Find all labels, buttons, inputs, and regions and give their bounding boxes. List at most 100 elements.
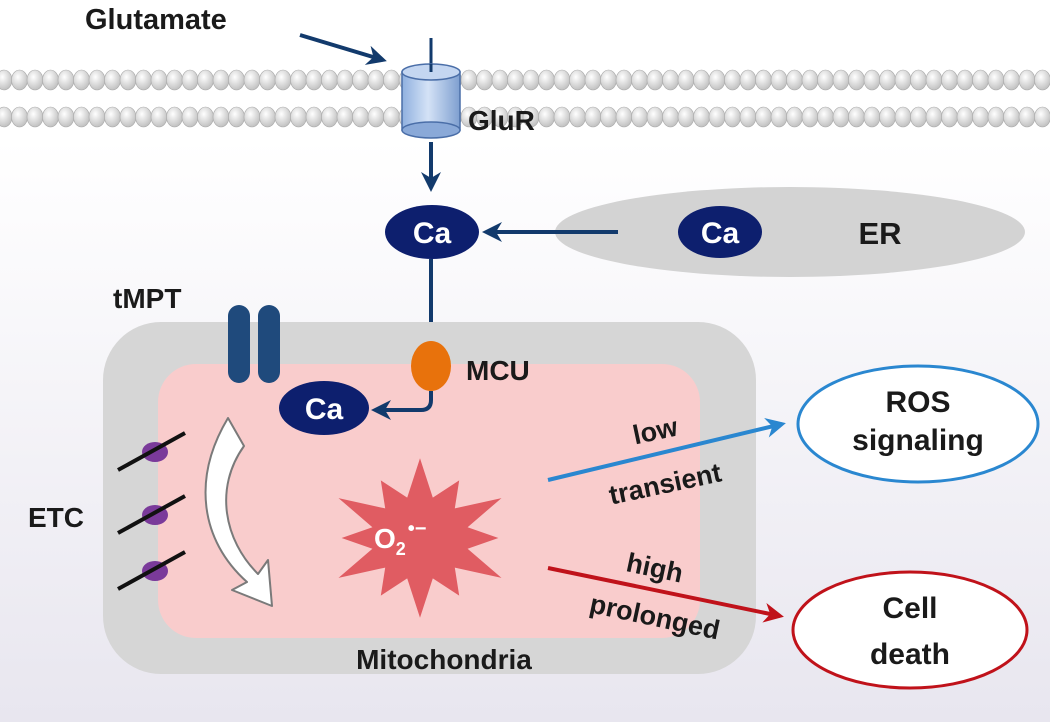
membrane-bead	[523, 70, 539, 90]
membrane-bead	[849, 107, 865, 127]
membrane-bead	[849, 70, 865, 90]
matrix-calcium-label: Ca	[305, 393, 344, 426]
membrane-bead	[926, 107, 942, 127]
ros-label-line2: signaling	[852, 424, 984, 457]
membrane-bead	[0, 107, 12, 127]
membrane-bead	[973, 107, 989, 127]
membrane-bead	[601, 107, 617, 127]
death-label-line1: Cell	[882, 592, 937, 625]
membrane-bead	[554, 70, 570, 90]
membrane-bead	[136, 70, 152, 90]
membrane-bead	[601, 70, 617, 90]
membrane-bead	[973, 70, 989, 90]
membrane-bead	[787, 107, 803, 127]
membrane-bead	[213, 70, 229, 90]
er-calcium-label: Ca	[701, 217, 740, 250]
membrane-bead	[616, 70, 632, 90]
membrane-bead	[725, 107, 741, 127]
etc-label: ETC	[28, 502, 84, 533]
membrane-bead	[27, 70, 43, 90]
glutamate-label: Glutamate	[85, 4, 227, 36]
membrane-bead	[322, 107, 338, 127]
membrane-bead	[105, 70, 121, 90]
membrane-bead	[1004, 70, 1020, 90]
membrane-bead	[787, 70, 803, 90]
membrane-bead	[43, 70, 59, 90]
membrane-bead	[167, 70, 183, 90]
membrane-bead	[105, 107, 121, 127]
membrane-bead	[213, 107, 229, 127]
membrane-bead	[663, 70, 679, 90]
membrane-bead	[12, 107, 28, 127]
membrane-bead	[554, 107, 570, 127]
membrane-bead	[663, 107, 679, 127]
membrane-bead	[198, 107, 214, 127]
membrane-bead	[570, 70, 586, 90]
glur-receptor	[402, 38, 460, 138]
membrane-bead	[632, 107, 648, 127]
membrane-bead	[740, 70, 756, 90]
membrane-bead	[58, 107, 74, 127]
membrane-bead	[942, 70, 958, 90]
membrane-bead	[229, 70, 245, 90]
membrane-bead	[585, 70, 601, 90]
membrane-bead	[833, 70, 849, 90]
membrane-bead	[275, 70, 291, 90]
membrane-bead	[1019, 107, 1035, 127]
membrane-bead	[957, 70, 973, 90]
membrane-bead	[864, 107, 880, 127]
membrane-bead	[353, 107, 369, 127]
membrane-bead	[725, 70, 741, 90]
membrane-bead	[570, 107, 586, 127]
membrane-bead	[632, 70, 648, 90]
membrane-bead	[0, 70, 12, 90]
membrane-bead	[771, 70, 787, 90]
membrane-bead	[89, 107, 105, 127]
membrane-bead	[1019, 70, 1035, 90]
mcu-label: MCU	[466, 355, 530, 386]
membrane-bead	[492, 70, 508, 90]
er-organelle	[555, 187, 1025, 277]
membrane-bead	[58, 70, 74, 90]
membrane-bead	[616, 107, 632, 127]
membrane-bead	[275, 107, 291, 127]
membrane-bead	[880, 107, 896, 127]
membrane-bead	[306, 70, 322, 90]
membrane-bead	[756, 70, 772, 90]
membrane-bead	[120, 107, 136, 127]
membrane-bead	[244, 107, 260, 127]
membrane-bead	[895, 107, 911, 127]
membrane-bead	[74, 70, 90, 90]
membrane-bead	[833, 107, 849, 127]
membrane-bead	[709, 107, 725, 127]
membrane-bead	[864, 70, 880, 90]
membrane-bead	[151, 70, 167, 90]
membrane-bead	[895, 70, 911, 90]
membrane-bead	[260, 70, 276, 90]
membrane-bead	[182, 107, 198, 127]
membrane-bead	[678, 70, 694, 90]
membrane-bead	[120, 70, 136, 90]
membrane-bead	[229, 107, 245, 127]
membrane-bead	[384, 107, 400, 127]
membrane-bead	[508, 70, 524, 90]
membrane-bead	[740, 107, 756, 127]
membrane-bead	[647, 107, 663, 127]
membrane-bead	[353, 70, 369, 90]
membrane-outer-leaflet	[0, 70, 1050, 90]
membrane-bead	[151, 107, 167, 127]
membrane-bead	[27, 107, 43, 127]
membrane-bead	[1004, 107, 1020, 127]
glur-label: GluR	[468, 105, 535, 136]
membrane-bead	[12, 70, 28, 90]
membrane-bead	[198, 70, 214, 90]
membrane-bead	[368, 107, 384, 127]
mcu-channel	[411, 341, 451, 391]
membrane-bead	[244, 70, 260, 90]
glutamate-arrow	[300, 35, 383, 60]
membrane-bead	[585, 107, 601, 127]
membrane-bead	[136, 107, 152, 127]
membrane-bead	[957, 107, 973, 127]
